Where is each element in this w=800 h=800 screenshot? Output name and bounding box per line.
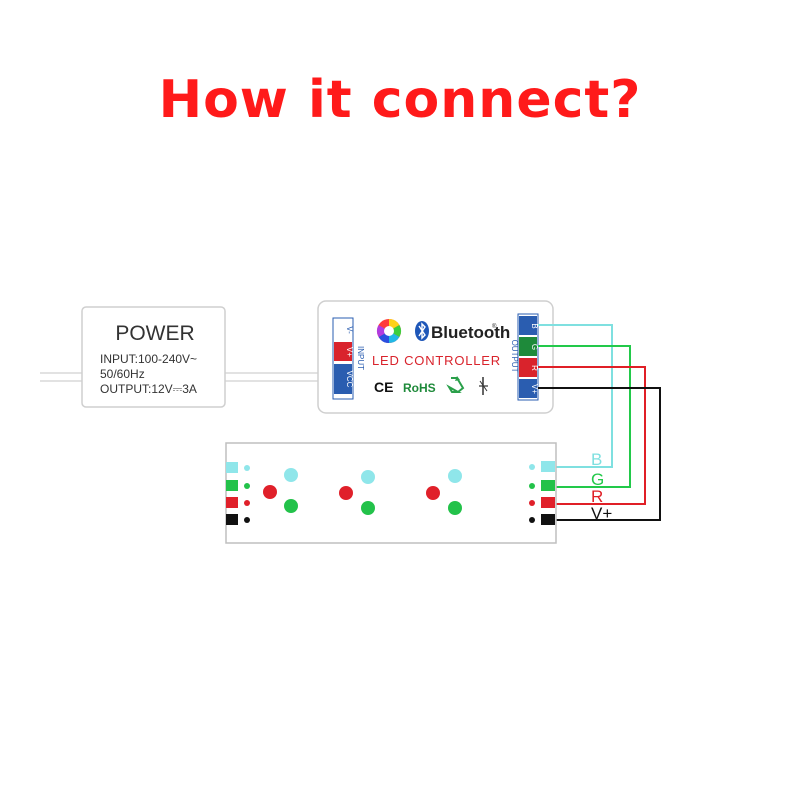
output-label: OUTPUT xyxy=(510,340,519,373)
wire-labels: B G R V+ xyxy=(591,450,612,523)
led-group xyxy=(263,468,298,513)
power-label: POWER xyxy=(115,322,194,345)
wire-label-r: R xyxy=(591,487,603,506)
led-group xyxy=(426,469,462,515)
input-label: INPUT xyxy=(356,346,365,370)
strip-right-pads xyxy=(529,461,555,525)
input-pin-vcc: VCC xyxy=(345,371,354,388)
input-pin-v-plus: V+ xyxy=(345,347,354,357)
power-supply: POWER INPUT:100-240V~ 50/60Hz OUTPUT:12V… xyxy=(81,306,226,408)
wire-green xyxy=(538,345,631,488)
led-strip xyxy=(225,442,557,544)
input-pin-v-minus: V- xyxy=(345,326,354,334)
led-group xyxy=(339,470,375,515)
page-title: How it connect? xyxy=(158,70,642,130)
output-pin-r: R xyxy=(530,365,539,371)
wire-label-v-plus: V+ xyxy=(591,504,612,523)
output-pin-b: B xyxy=(530,323,539,328)
wire-label-g: G xyxy=(591,470,604,489)
strip-left-pads xyxy=(226,462,250,525)
rohs-mark: RoHS xyxy=(403,381,436,395)
power-input-spec: INPUT:100-240V~ xyxy=(100,352,197,366)
wire-bundle xyxy=(538,324,661,521)
registered-mark: ® xyxy=(492,323,497,330)
wire-label-b: B xyxy=(591,450,602,469)
output-pin-g: G xyxy=(530,344,539,350)
power-cord xyxy=(40,372,318,382)
color-wheel-icon xyxy=(376,319,402,343)
bluetooth-icon xyxy=(415,321,429,341)
wire-blue xyxy=(538,324,613,468)
ground-symbol-icon xyxy=(479,377,488,395)
output-terminal-block: OUTPUT B G R V+ xyxy=(510,313,539,401)
ce-mark: CE xyxy=(374,379,393,395)
controller-subtitle: LED CONTROLLER xyxy=(372,353,501,368)
wire-red xyxy=(538,366,646,505)
wire-black xyxy=(538,387,661,521)
recycle-icon xyxy=(446,376,465,393)
input-terminal-block: V- V+ VCC INPUT xyxy=(332,317,365,400)
led-controller: V- V+ VCC INPUT Bluetooth ® LED CONTROLL… xyxy=(317,300,554,414)
power-output-spec: OUTPUT:12V⎓3A xyxy=(100,382,197,396)
output-pin-v-plus: V+ xyxy=(530,384,539,394)
bluetooth-brand: Bluetooth xyxy=(431,323,510,342)
power-frequency-spec: 50/60Hz xyxy=(100,367,145,381)
